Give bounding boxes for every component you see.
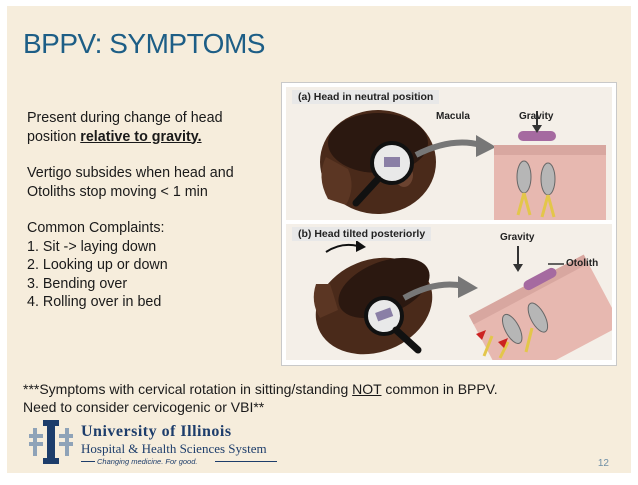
relative-to-gravity-emphasis: relative to gravity.: [80, 128, 202, 145]
logo-rule-left: [81, 461, 95, 462]
panel-head-neutral: (a) Head in neutral position Macula Grav…: [286, 87, 612, 220]
clinical-note: ***Symptoms with cervical rotation in si…: [23, 380, 623, 416]
note-not-emphasis: NOT: [352, 381, 382, 397]
gravity-label-b: Gravity: [500, 232, 535, 243]
complaints-list: 1. Sit -> laying down 2. Looking up or d…: [27, 238, 267, 312]
complaint-item: 2. Looking up or down: [27, 257, 168, 273]
university-logo: University of Illinois Hospital & Health…: [29, 420, 329, 466]
note-line-1-post: common in BPPV.: [381, 381, 498, 397]
slide-title: BPPV: SYMPTOMS: [23, 28, 265, 59]
slide: BPPV: SYMPTOMS Present during change of …: [7, 6, 631, 473]
logo-university-name: University of Illinois: [81, 423, 232, 440]
symptom-line-1-text: Present during change of head position: [27, 110, 223, 145]
panel-b-label: (b) Head tilted posteriorly: [292, 227, 432, 241]
complaint-item: 3. Bending over: [27, 275, 128, 292]
gravity-label-a: Gravity: [519, 111, 554, 122]
note-line-1: ***Symptoms with cervical rotation in si…: [23, 380, 623, 398]
complaint-item: 4. Rolling over in bed: [27, 294, 162, 310]
complaint-item: 1. Sit -> laying down: [27, 238, 157, 255]
head-neutral-illustration: [286, 87, 612, 220]
logo-rule-right: [215, 461, 277, 462]
symptom-line-1: Present during change of head position r…: [27, 109, 267, 146]
illinois-block-i-icon: [29, 420, 73, 464]
otolith-label: Otolith: [566, 258, 599, 269]
logo-tagline: Changing medicine. For good.: [97, 457, 198, 466]
symptom-line-3: Otoliths stop moving < 1 min: [27, 183, 208, 200]
logo-system-name: Hospital & Health Sciences System: [81, 441, 267, 456]
note-line-1-pre: ***Symptoms with cervical rotation in si…: [23, 381, 353, 397]
note-line-2: Need to consider cervicogenic or VBI**: [23, 399, 265, 415]
complaints-heading: Common Complaints:: [27, 220, 165, 236]
head-tilted-illustration: [286, 224, 622, 387]
page-number: 12: [597, 458, 609, 469]
panel-head-tilted: (b) Head tilted posteriorly Gravity Otol…: [286, 224, 622, 387]
panel-a-label: (a) Head in neutral position: [292, 90, 440, 104]
macula-label: Macula: [436, 111, 470, 122]
otolith-figure: (a) Head in neutral position Macula Grav…: [281, 82, 622, 387]
symptom-line-2: Vertigo subsides when head and: [27, 165, 234, 181]
symptoms-text: Present during change of head position r…: [27, 109, 267, 312]
